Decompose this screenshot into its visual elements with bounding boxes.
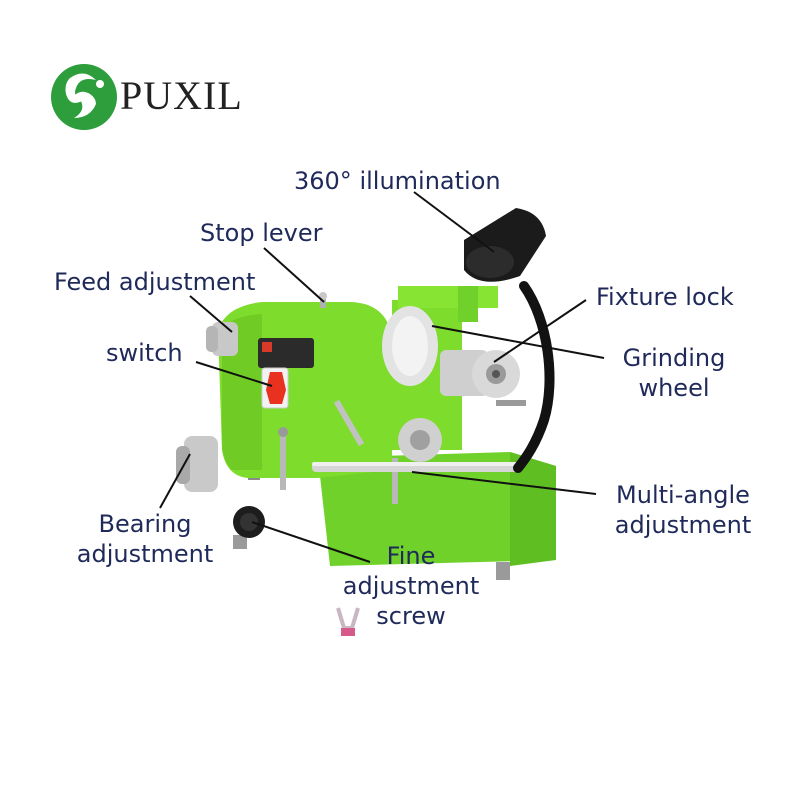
leader-feed-adjustment — [189, 295, 233, 333]
label-grinding-wheel: Grinding wheel — [604, 343, 744, 403]
leader-switch — [195, 361, 273, 387]
label-fine-line-2: adjustment — [342, 572, 480, 600]
leader-grinding-wheel — [431, 325, 605, 359]
label-bearing-line-1: Bearing — [98, 510, 192, 538]
label-fine-line-1: Fine — [386, 542, 436, 570]
label-multi-angle-adjustment: Multi-angle adjustment — [598, 480, 768, 540]
leader-stop-lever — [263, 247, 325, 303]
label-stop-lever: Stop lever — [200, 219, 323, 247]
label-illumination: 360° illumination — [294, 167, 501, 195]
leader-lines — [159, 191, 605, 563]
label-fixture-lock: Fixture lock — [596, 283, 734, 311]
label-grinding-wheel-line-1: Grinding — [622, 344, 726, 372]
label-grinding-wheel-line-2: wheel — [638, 374, 710, 402]
label-multi-angle-line-1: Multi-angle — [616, 481, 750, 509]
leader-bearing — [159, 453, 191, 509]
brand-name: PUXIL — [120, 73, 243, 118]
leader-fixture-lock — [493, 299, 587, 363]
label-bearing-line-2: adjustment — [76, 540, 214, 568]
label-switch: switch — [106, 339, 183, 367]
leader-multi-angle — [411, 471, 597, 495]
leader-illumination — [413, 191, 495, 253]
label-bearing-adjustment: Bearing adjustment — [60, 509, 230, 569]
tool-bit-icon — [336, 607, 360, 636]
leader-fine-screw — [251, 521, 371, 563]
brand-logo-icon — [51, 64, 117, 130]
grinder-machine — [176, 208, 556, 580]
label-feed-adjustment: Feed adjustment — [54, 268, 256, 296]
label-multi-angle-line-2: adjustment — [614, 511, 752, 539]
label-fine-adjustment-screw: Fine adjustment screw — [326, 541, 496, 631]
label-fine-line-3: screw — [376, 602, 446, 630]
